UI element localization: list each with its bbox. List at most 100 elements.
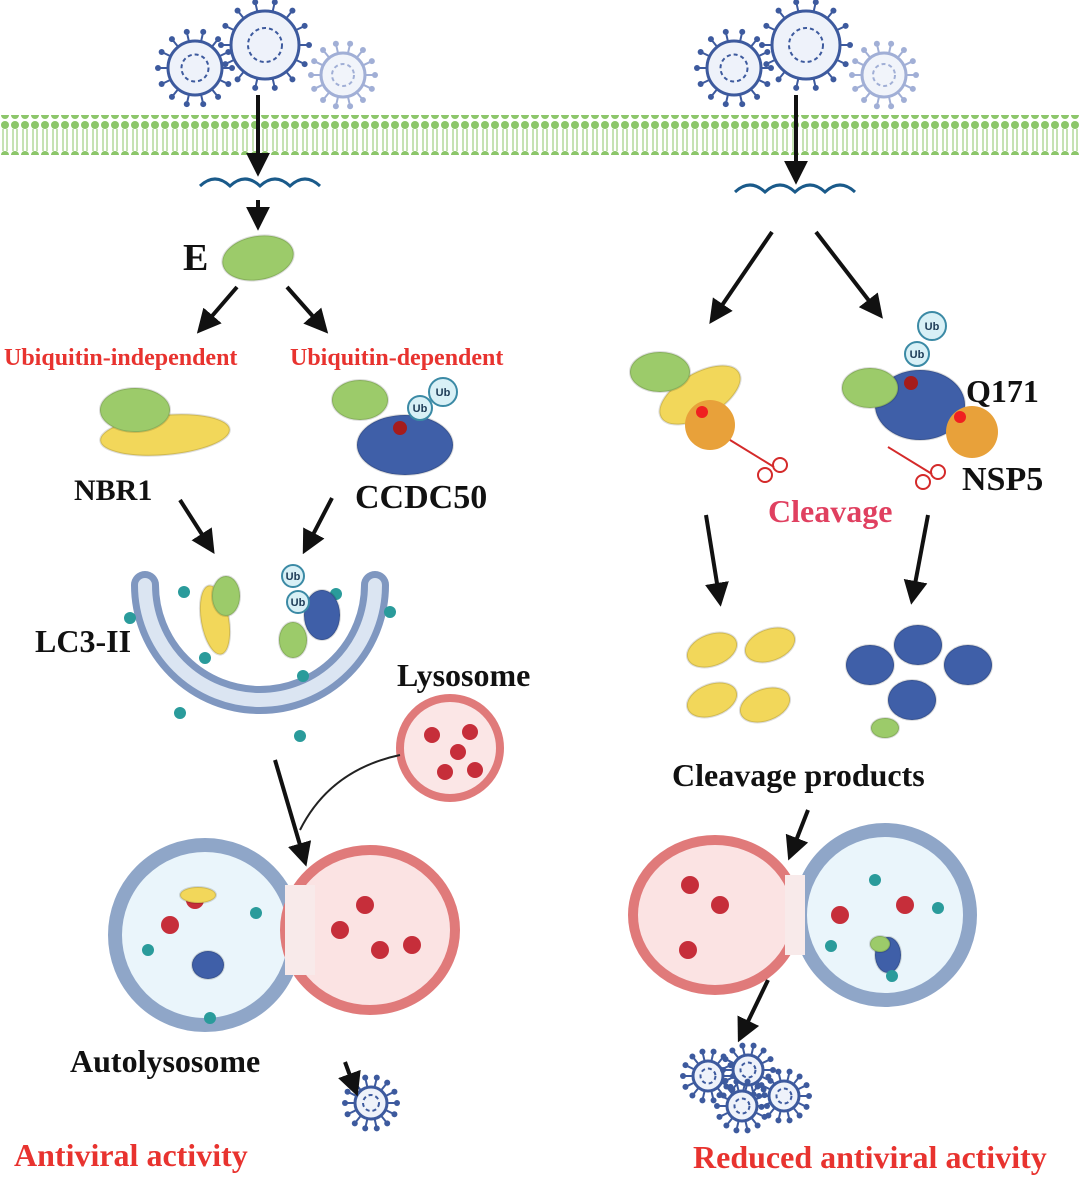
viral-rna [775, 1087, 793, 1105]
spike-tip [852, 85, 859, 92]
hydrolase-icon [371, 941, 389, 959]
spike-tip [183, 101, 190, 108]
scissors-icon [757, 467, 773, 483]
e-protein-fragment [870, 717, 900, 739]
arrow [709, 230, 774, 324]
lc3-ii-dot [384, 606, 396, 618]
spike-tip [733, 1127, 740, 1134]
arrow [302, 497, 334, 555]
spike-tip [754, 93, 761, 100]
spike-tip [682, 1062, 689, 1069]
spike-tip [200, 101, 207, 108]
lc3-ii-label: LC3-II [35, 623, 131, 659]
nbr1-fragment [738, 686, 792, 724]
spike-tip [707, 93, 714, 100]
spike-tip [689, 1092, 696, 1099]
spike-tip [682, 1083, 689, 1090]
spike-tip [168, 36, 175, 43]
virus-envelope [229, 9, 301, 81]
spike-tip [786, 1117, 793, 1124]
ubiquitin-label: Ub [925, 321, 940, 333]
cleavage-label: Cleavage [768, 493, 892, 529]
phagophore-lumen [138, 578, 382, 707]
ubiquitination-site [904, 376, 918, 390]
scissors-blade [887, 446, 933, 475]
spike-tip [739, 101, 746, 108]
spike-tip [368, 85, 375, 92]
spike-tip [697, 81, 704, 88]
spike-tip [155, 65, 161, 71]
lc3-ii-dot [204, 1012, 216, 1024]
spike-tip [384, 1079, 391, 1086]
spike-tip [775, 1068, 782, 1075]
spike-tip [301, 61, 308, 68]
viral-rna-left [198, 177, 322, 189]
spike-tip [372, 72, 378, 78]
spike-tip [680, 1073, 686, 1079]
spike-tip [909, 85, 916, 92]
scissors-icon [915, 474, 931, 490]
virus-icon [694, 28, 774, 108]
spike-tip [158, 48, 165, 55]
spike-tip [222, 61, 229, 68]
lc3-ii-dot [294, 730, 306, 742]
nsp5-protease [946, 406, 998, 458]
lc3-ii-dot [124, 612, 136, 624]
spike-tip [289, 7, 296, 14]
spike-tip [775, 7, 782, 14]
spike-tip [699, 1097, 706, 1104]
spike-tip [344, 1088, 351, 1095]
spike-tip [793, 0, 800, 6]
spike-tip [183, 28, 190, 35]
q171-label: Q171 [966, 373, 1039, 409]
ubiquitin-label: Ub [910, 349, 925, 361]
ccdc50-protein [191, 950, 225, 980]
nbr1-fragment [685, 681, 739, 719]
spike-tip [767, 1056, 774, 1063]
spike-tip [252, 84, 259, 91]
spike-tip [384, 1120, 391, 1127]
spike-tip [913, 72, 919, 78]
spike-tip [765, 1112, 772, 1119]
arrow [737, 979, 770, 1043]
spike-tip [391, 1088, 398, 1095]
spike-tip [289, 76, 296, 83]
spike-tip [852, 58, 859, 65]
virus-icon [218, 0, 312, 91]
spike-tip [225, 48, 232, 55]
spike-tip [158, 81, 165, 88]
spike-tip [733, 1078, 740, 1085]
spike-tip [394, 1100, 400, 1106]
q171-site [954, 411, 966, 423]
virus-envelope [319, 51, 367, 99]
spike-tip [722, 28, 729, 35]
spike-tip [694, 65, 700, 71]
spike-tip [308, 72, 314, 78]
spike-tip [359, 97, 366, 104]
spike-tip [760, 1047, 767, 1054]
spike-tip [873, 40, 880, 47]
spike-tip [218, 42, 224, 48]
ubiquitin-icon [428, 377, 458, 407]
spike-tip [362, 1125, 369, 1132]
ubiquitin-label: Ub [286, 571, 301, 583]
lc3-ii-dot [142, 944, 154, 956]
released-virus-icon [756, 1068, 812, 1124]
spike-tip [796, 1073, 803, 1080]
spike-tip [758, 1082, 765, 1089]
e-protein-bound [99, 387, 171, 433]
viral-rna [180, 53, 210, 83]
spike-tip [234, 76, 241, 83]
spike-tip [373, 1125, 380, 1132]
spike-tip [775, 76, 782, 83]
spike-tip [351, 1120, 358, 1127]
virus-envelope [353, 1085, 389, 1121]
fusion-neck [285, 885, 315, 975]
spike-tip [200, 28, 207, 35]
hydrolase-icon [437, 764, 453, 780]
spike-tip [830, 76, 837, 83]
spike-tip [271, 0, 278, 6]
fusion-neck [785, 875, 805, 955]
hydrolase-icon [450, 744, 466, 760]
ccdc50-label: CCDC50 [355, 479, 487, 516]
